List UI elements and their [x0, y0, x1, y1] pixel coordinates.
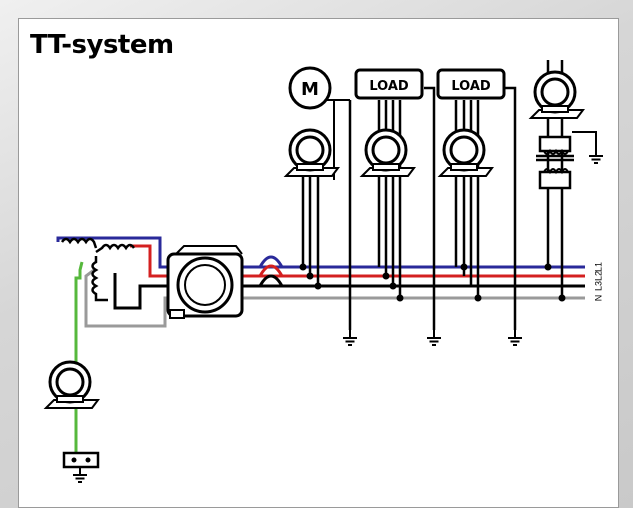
line-l2-wire: [130, 244, 585, 278]
earth-branch: [44, 360, 100, 483]
diagram-title: TT-system: [30, 30, 174, 60]
pe-wire: [74, 261, 84, 455]
load-branch-2: LOAD: [436, 68, 523, 346]
transformer-icon: [536, 135, 574, 190]
line-l1-wire: [56, 236, 585, 269]
earth-electrode-icon: [62, 451, 100, 469]
line-labels: L1 L2 L3 N: [593, 262, 603, 301]
load-label-1: LOAD: [369, 79, 409, 94]
load-branch-1: LOAD: [354, 68, 442, 346]
label-l3: L3: [593, 281, 603, 291]
transformer-windings: [60, 237, 136, 302]
load-box: [436, 68, 506, 100]
label-l2: L2: [593, 271, 603, 281]
bus-lines: [56, 236, 585, 455]
control-transformer-branch: [529, 60, 604, 302]
load-box: [354, 68, 424, 100]
bus-splitter: [258, 255, 284, 287]
label-n: N: [593, 295, 603, 302]
motor-icon: [288, 66, 332, 110]
load-label-2: LOAD: [451, 79, 491, 94]
neutral-wire: [84, 268, 585, 328]
line-l3-wire: [113, 273, 585, 310]
motor-branch: M: [284, 66, 358, 346]
motor-label: M: [301, 79, 319, 100]
main-rcd-sensor: [166, 245, 244, 319]
label-l1: L1: [593, 262, 603, 272]
